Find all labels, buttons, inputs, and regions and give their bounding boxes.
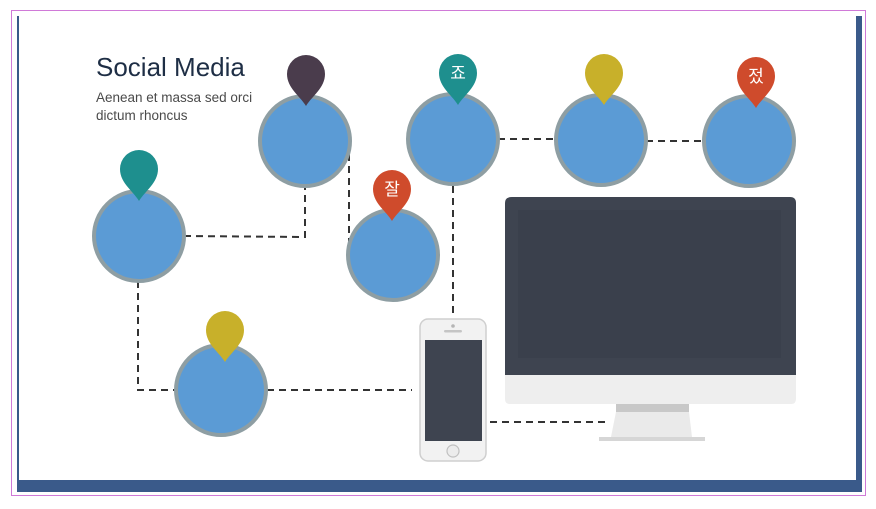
node-top-3 xyxy=(554,54,648,187)
phone-home-button xyxy=(446,444,460,458)
node-top-2-circle xyxy=(406,92,500,186)
pin-glyph: 젔 xyxy=(748,67,764,87)
monitor-chin xyxy=(505,375,796,404)
phone-speaker xyxy=(444,330,462,333)
slide-title: Social Media xyxy=(96,52,245,82)
node-top-2: 죠 xyxy=(406,54,500,186)
node-left xyxy=(92,150,186,283)
phone-screen xyxy=(425,340,482,441)
monitor-screen xyxy=(518,210,781,358)
phone-camera xyxy=(451,324,455,328)
smartphone-icon xyxy=(419,318,487,462)
pin-red-icon: 잘 xyxy=(373,170,411,221)
connector-left-bottom xyxy=(137,281,175,391)
monitor-stand xyxy=(611,412,692,437)
node-top-1-circle xyxy=(258,94,352,188)
monitor-base xyxy=(599,437,705,441)
pin-gold-icon xyxy=(206,311,244,362)
pin-teal-icon xyxy=(120,150,158,201)
node-left-circle xyxy=(92,189,186,283)
slide-subtitle: Aenean et massa sed orci dictum rhoncus xyxy=(96,90,253,123)
node-top-1 xyxy=(258,55,352,188)
node-bottom xyxy=(174,311,268,437)
connectors xyxy=(137,138,705,423)
node-bottom-circle xyxy=(174,343,268,437)
pin-glyph: 잘 xyxy=(384,180,400,200)
pin-glyph: 죠 xyxy=(450,64,466,84)
pin-red-icon: 젔 xyxy=(737,57,775,108)
desktop-monitor-icon xyxy=(505,197,796,441)
node-middle: 잘 xyxy=(346,170,440,302)
frame-border xyxy=(11,10,866,496)
pin-teal-icon: 죠 xyxy=(439,54,477,105)
monitor-neck xyxy=(616,404,689,412)
node-top-4: 젔 xyxy=(702,57,796,188)
pin-gold-icon xyxy=(585,54,623,105)
connector-left-top1 xyxy=(183,186,306,239)
node-top-3-circle xyxy=(554,93,648,187)
node-top-4-circle xyxy=(702,94,796,188)
node-middle-circle xyxy=(346,208,440,302)
pin-plum-icon xyxy=(287,55,325,106)
